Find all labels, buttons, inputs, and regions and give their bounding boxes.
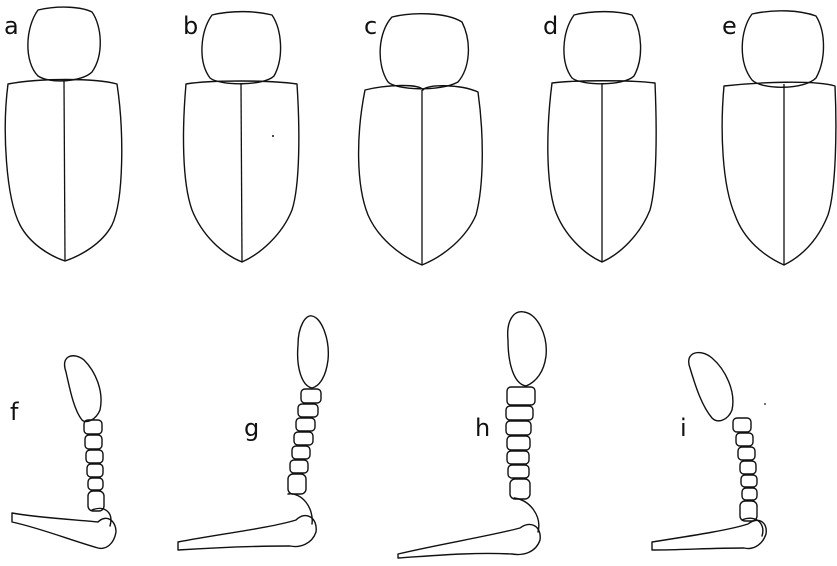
panel-label-a: a xyxy=(4,12,19,40)
antenna-g-pedicel xyxy=(288,474,306,494)
antenna-f-scape xyxy=(12,513,116,548)
panel-label-d: d xyxy=(543,12,558,40)
antenna-f-segment-2 xyxy=(85,435,102,449)
antenna-i-segment-5 xyxy=(741,475,757,487)
panel-d: d xyxy=(543,12,656,262)
panel-i: i xyxy=(652,353,766,550)
antenna-i-segment-3 xyxy=(738,447,755,460)
pronotum-d xyxy=(564,12,641,84)
antenna-g-segment-6 xyxy=(290,460,308,473)
antenna-f-segment-3 xyxy=(86,450,103,463)
antenna-h-segment-4 xyxy=(507,436,530,450)
ink-speck xyxy=(764,403,766,405)
antenna-g-segment-4 xyxy=(294,432,313,445)
antenna-h-scape xyxy=(398,524,540,558)
panel-c: c xyxy=(359,12,483,265)
antenna-g-segment-1 xyxy=(301,389,321,403)
panel-a: a xyxy=(4,7,122,261)
panel-f: a f xyxy=(10,356,116,549)
antenna-f-segment-4 xyxy=(87,464,103,477)
antenna-f-segment-5 xyxy=(88,478,103,490)
elytral-suture-b xyxy=(241,83,242,262)
antenna-i-scape xyxy=(652,520,766,550)
panel-e: e xyxy=(722,11,836,265)
antenna-i-club xyxy=(689,353,733,421)
antenna-i-segment-6 xyxy=(742,488,757,500)
antenna-h-segment-5 xyxy=(507,451,529,464)
antenna-g-segment-3 xyxy=(296,418,315,431)
pronotum-c xyxy=(380,14,468,89)
antenna-h-segment-1 xyxy=(507,387,535,405)
antenna-i-segment-1 xyxy=(733,418,751,432)
antenna-h-segment-6 xyxy=(508,465,529,478)
panel-label-h: h xyxy=(475,414,490,442)
pronotum-e xyxy=(742,11,823,87)
panel-g: g xyxy=(178,316,328,550)
antenna-f-club xyxy=(65,356,101,422)
antenna-g-scape xyxy=(178,516,316,550)
antenna-h-pedicel xyxy=(510,479,530,499)
antenna-g-club xyxy=(298,316,329,388)
antenna-i-segment-4 xyxy=(740,461,756,474)
antenna-g-scape-inner xyxy=(288,494,312,524)
antenna-h-segment-3 xyxy=(506,421,531,435)
panel-label-f-text: f xyxy=(10,398,19,426)
antenna-h-segment-2 xyxy=(506,406,533,420)
panel-label-g: g xyxy=(244,414,259,442)
ink-speck xyxy=(272,135,274,137)
antenna-h-club xyxy=(508,312,547,386)
panel-label-e: e xyxy=(722,12,737,40)
pronotum-a xyxy=(28,7,100,81)
antenna-g-segment-2 xyxy=(298,404,318,417)
pronotum-b xyxy=(202,12,281,84)
panel-h: h xyxy=(398,312,546,558)
elytra-e xyxy=(722,82,836,265)
panel-b: b xyxy=(183,12,299,262)
antenna-g-segment-5 xyxy=(292,446,310,459)
antenna-i-segment-2 xyxy=(736,433,753,446)
elytra-c xyxy=(359,86,483,266)
panel-label-b: b xyxy=(183,12,198,40)
elytral-suture-a xyxy=(64,81,65,261)
panel-label-c: c xyxy=(364,12,377,40)
panel-label-i: i xyxy=(680,414,687,442)
